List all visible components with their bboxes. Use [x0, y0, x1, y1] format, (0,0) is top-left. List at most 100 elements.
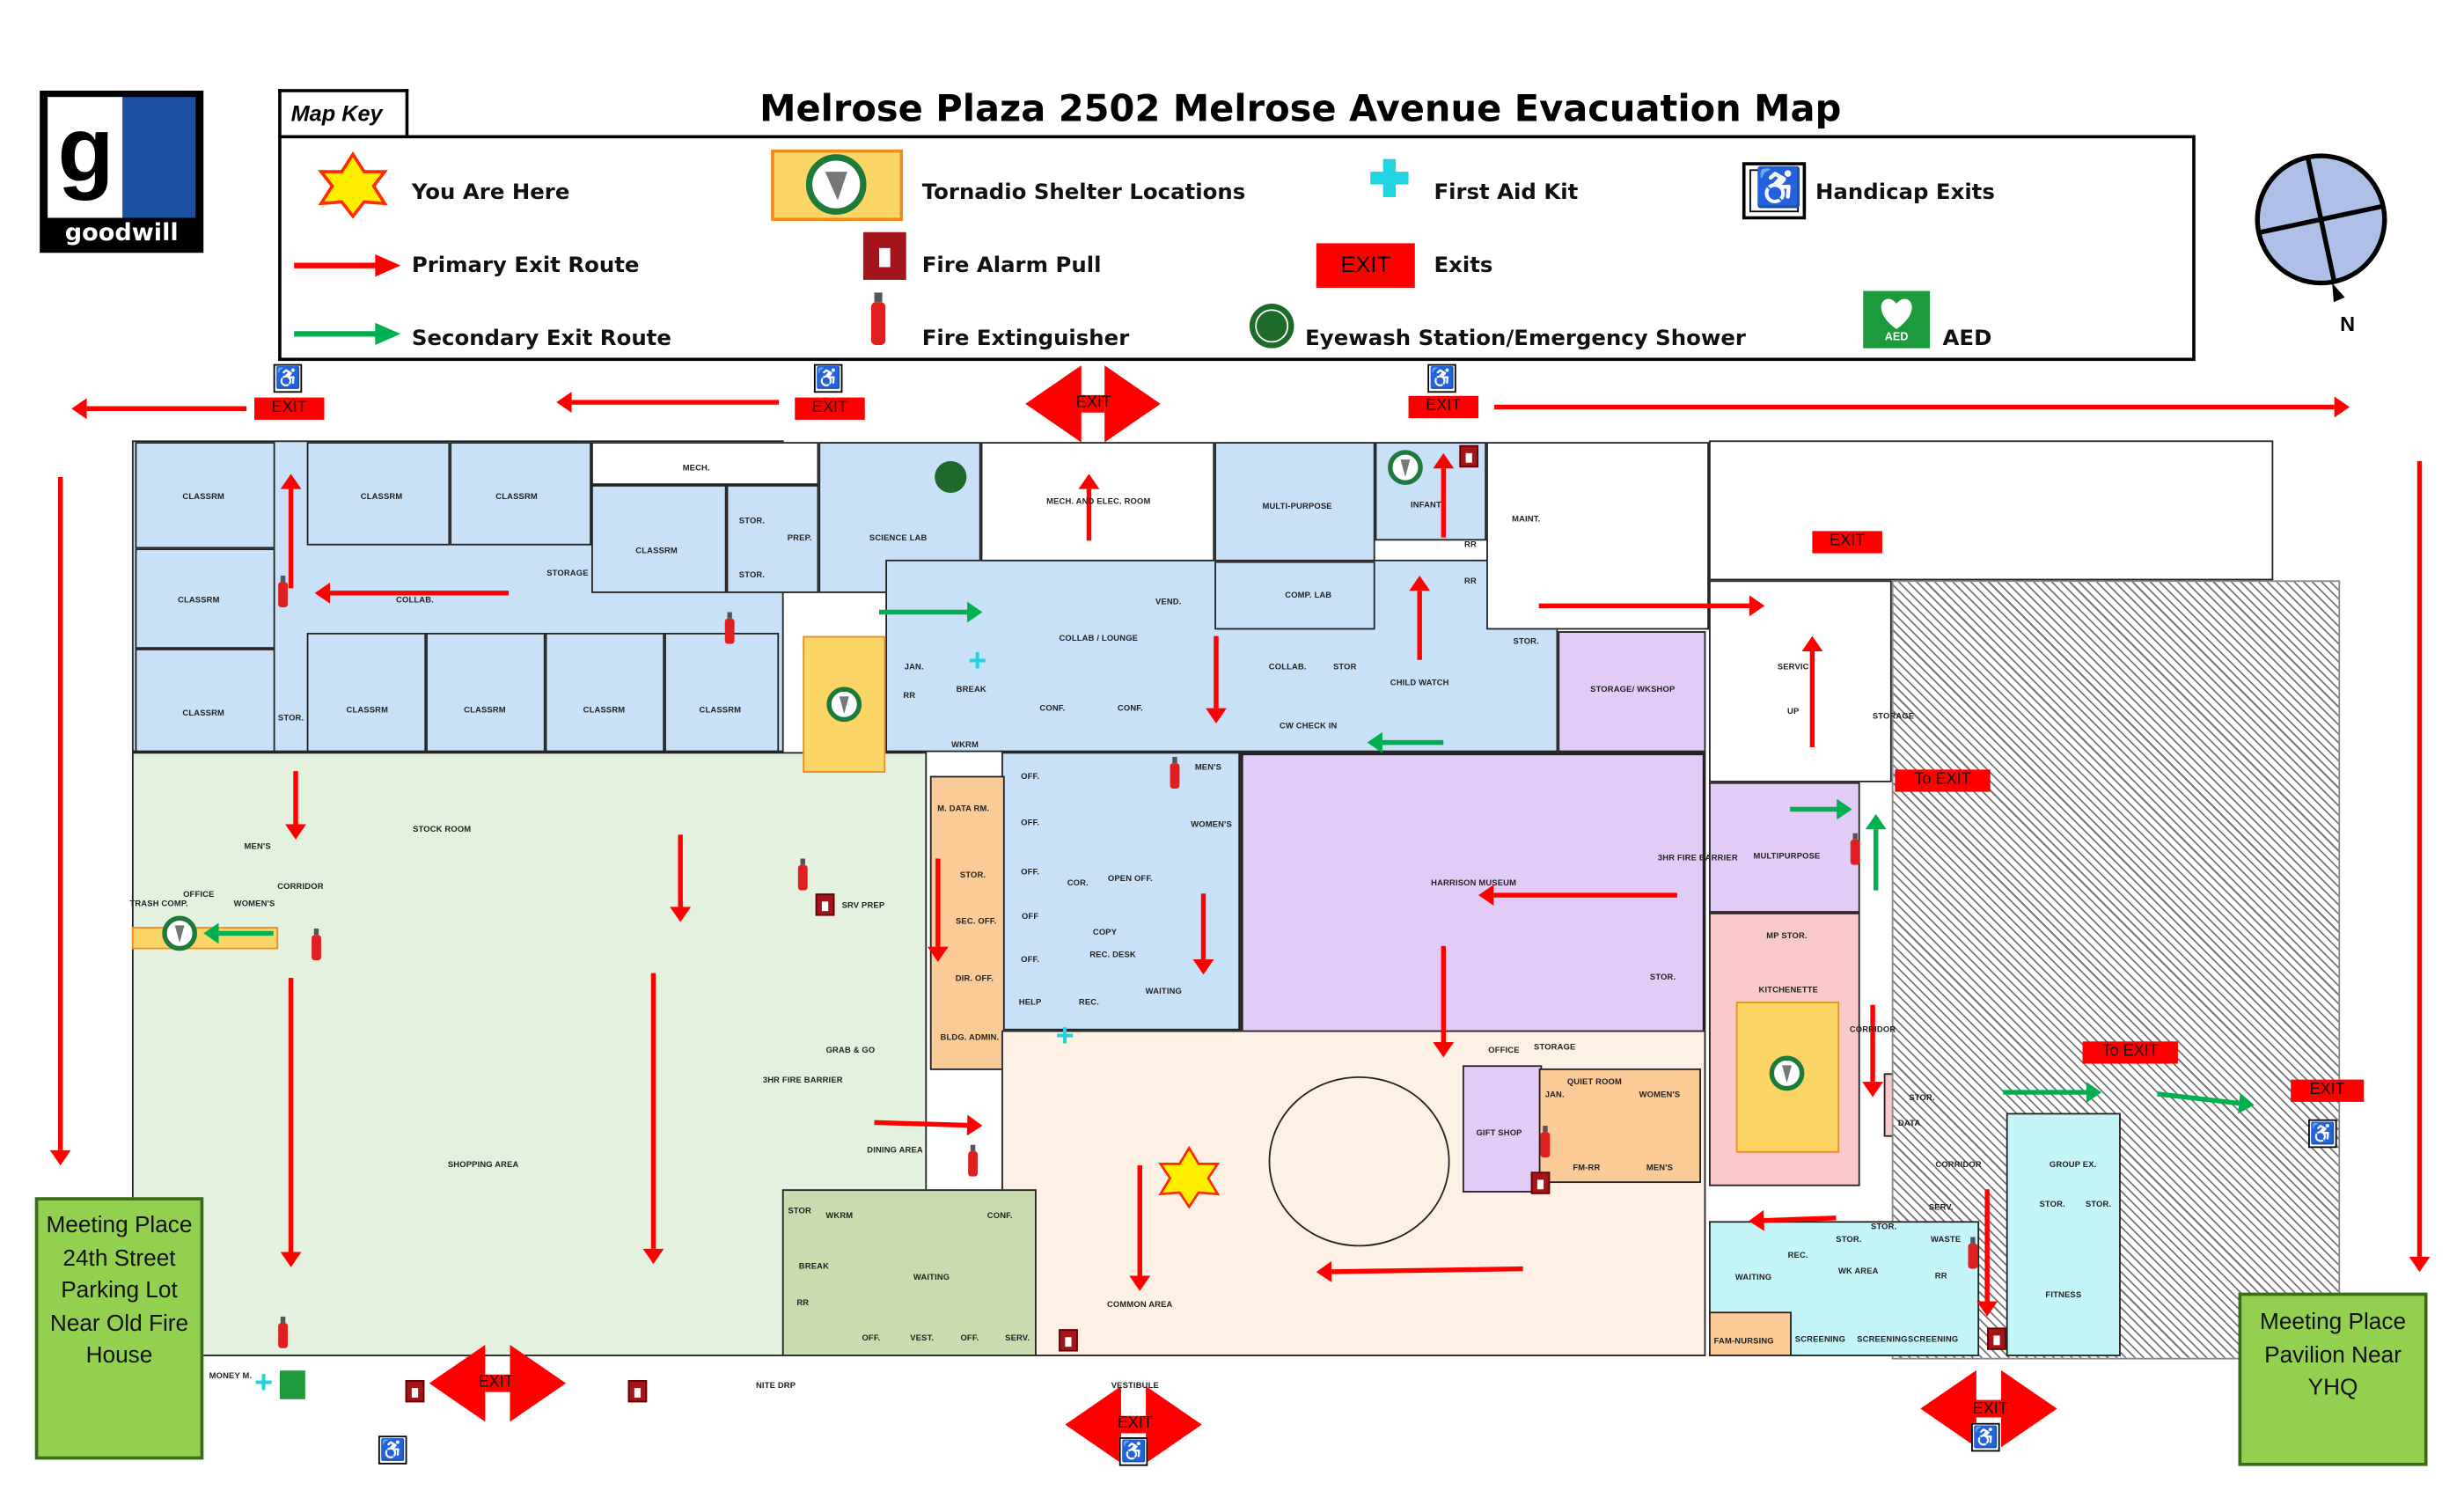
- room-label: STOCK ROOM: [413, 825, 472, 835]
- room-label: OFF.: [1021, 868, 1040, 878]
- legend-exits: Exits: [1434, 253, 1493, 279]
- room-label: OFF.: [1021, 955, 1040, 966]
- room-label: CORRIDOR: [1935, 1160, 1982, 1171]
- fire-extinguisher-legend-icon: [870, 292, 886, 346]
- room-label: WASTE: [1931, 1235, 1962, 1245]
- primary-exit-arrow: [642, 973, 664, 1265]
- room-label: COR.: [1067, 878, 1089, 889]
- room-label: SCREENING: [1857, 1335, 1908, 1346]
- room-label: RR: [1464, 576, 1477, 587]
- tornado-shelter-icon: [826, 687, 862, 723]
- primary-exit-arrow: [1538, 595, 1765, 617]
- primary-exit-arrow: [1862, 1004, 1883, 1098]
- exit-sign: EXIT: [795, 397, 865, 420]
- legend-eyewash: Eyewash Station/Emergency Shower: [1305, 326, 1746, 352]
- secondary-exit-arrow: [1865, 813, 1887, 891]
- meeting-place-left: Meeting Place 24th Street Parking Lot Ne…: [34, 1197, 204, 1460]
- room-label: SRV PREP: [841, 901, 885, 912]
- room-label: OPEN OFF.: [1107, 874, 1153, 885]
- secondary-exit-arrow: [1367, 731, 1444, 753]
- primary-exit-arrow: [314, 582, 510, 604]
- primary-exit-arrow: [1494, 396, 2350, 418]
- room-label: VESTIBULE: [1111, 1381, 1159, 1392]
- map-key-box: [278, 135, 2196, 362]
- room-label: KITCHENETTE: [1758, 986, 1819, 995]
- fire-extinguisher-icon: [1169, 756, 1181, 789]
- fire-extinguisher-icon: [966, 1144, 979, 1177]
- room-label: WOMEN'S: [1639, 1090, 1681, 1101]
- room-label: CLASSRM: [495, 493, 538, 503]
- room-label: MULTI-PURPOSE: [1262, 502, 1332, 512]
- primary-exit-arrow: [1129, 1165, 1151, 1291]
- map-key-tab: [278, 89, 409, 137]
- room-label: STOR.: [1836, 1235, 1862, 1245]
- room-label: QUIET ROOM: [1566, 1077, 1623, 1088]
- primary-exit-arrow: [71, 398, 247, 420]
- legend-secondary-exit: Secondary Exit Route: [411, 326, 671, 352]
- room-label: SCREENING: [1794, 1335, 1846, 1346]
- room-label: CLASSRM: [178, 596, 220, 606]
- legend-first-aid: First Aid Kit: [1434, 180, 1579, 206]
- room-label: VEND.: [1155, 598, 1182, 608]
- exit-sign: EXIT: [254, 397, 325, 420]
- room-label: WOMEN'S: [233, 900, 275, 910]
- room-label: CONF.: [986, 1211, 1013, 1222]
- fire-extinguisher-icon: [796, 858, 809, 891]
- exit-double-arrow: [1025, 365, 1161, 443]
- fire-alarm-legend-icon: [862, 231, 906, 280]
- room-label: HARRISON MUSEUM: [1431, 878, 1517, 889]
- room-label: STOR.: [738, 517, 766, 526]
- room-label: STOR.: [1871, 1223, 1897, 1233]
- you-are-here-star-icon: [1158, 1145, 1221, 1209]
- room-label: STORAGE/ WKSHOP: [1590, 685, 1676, 695]
- room-label: CLASSRM: [182, 709, 225, 719]
- room-label: MEN'S: [1194, 763, 1222, 773]
- map-key-label: Map Key: [290, 99, 383, 126]
- legend-tornado-shelter: Tornadio Shelter Locations: [921, 180, 1246, 206]
- room-label: CLASSRM: [346, 706, 389, 716]
- handicap-legend-icon: [1742, 162, 1807, 220]
- room-label: SERV.: [1928, 1203, 1954, 1214]
- room-label: OFFICE: [183, 890, 215, 900]
- you-are-here-star-icon: [318, 151, 388, 219]
- room-label: BREAK: [956, 685, 986, 695]
- primary-exit-arrow: [1749, 1209, 1837, 1231]
- room-label: STORAGE: [546, 569, 589, 579]
- handicap-exit-icon: ♿: [1118, 1437, 1148, 1466]
- room-label: GIFT SHOP: [1476, 1128, 1522, 1139]
- primary-exit-arrow-icon: [294, 254, 401, 277]
- room-label: CORRIDOR: [277, 882, 324, 892]
- room-label: UP: [1787, 707, 1800, 717]
- room-label: COLLAB.: [1268, 663, 1307, 673]
- primary-exit-arrow: [49, 476, 71, 1166]
- room-label: DINING AREA: [867, 1146, 923, 1157]
- primary-exit-arrow: [1078, 474, 1100, 541]
- room-label: VEST.: [910, 1333, 935, 1344]
- legend-handicap: Handicap Exits: [1815, 180, 1995, 206]
- handicap-exit-icon: ♿: [378, 1436, 407, 1465]
- room-label: JAN.: [904, 663, 924, 673]
- room-label: COMMON AREA: [1106, 1300, 1173, 1311]
- primary-exit-arrow: [1433, 945, 1455, 1058]
- room-label: REC.: [1787, 1251, 1808, 1261]
- exit-sign: EXIT: [478, 1373, 514, 1392]
- room-label: CLASSRM: [182, 493, 225, 503]
- room-label: FAM-NURSING: [1713, 1337, 1774, 1347]
- room-label: CLASSRM: [583, 706, 626, 716]
- room-label: MP STOR.: [1766, 931, 1808, 942]
- room-label: GRAB & GO: [825, 1046, 876, 1056]
- aed-legend-icon: [1863, 290, 1931, 349]
- room-label: WAITING: [1734, 1274, 1772, 1283]
- primary-exit-arrow: [874, 1114, 983, 1136]
- legend-fire-alarm: Fire Alarm Pull: [921, 253, 1102, 279]
- room-label: COPY: [1092, 928, 1118, 938]
- room-label: CLASSRM: [464, 706, 506, 716]
- primary-exit-arrow: [1316, 1261, 1523, 1282]
- primary-exit-arrow: [285, 771, 306, 840]
- room-label: DATA: [1897, 1119, 1921, 1129]
- room-label: STOR.: [1513, 637, 1539, 648]
- fire-alarm-pull-icon: [405, 1380, 425, 1403]
